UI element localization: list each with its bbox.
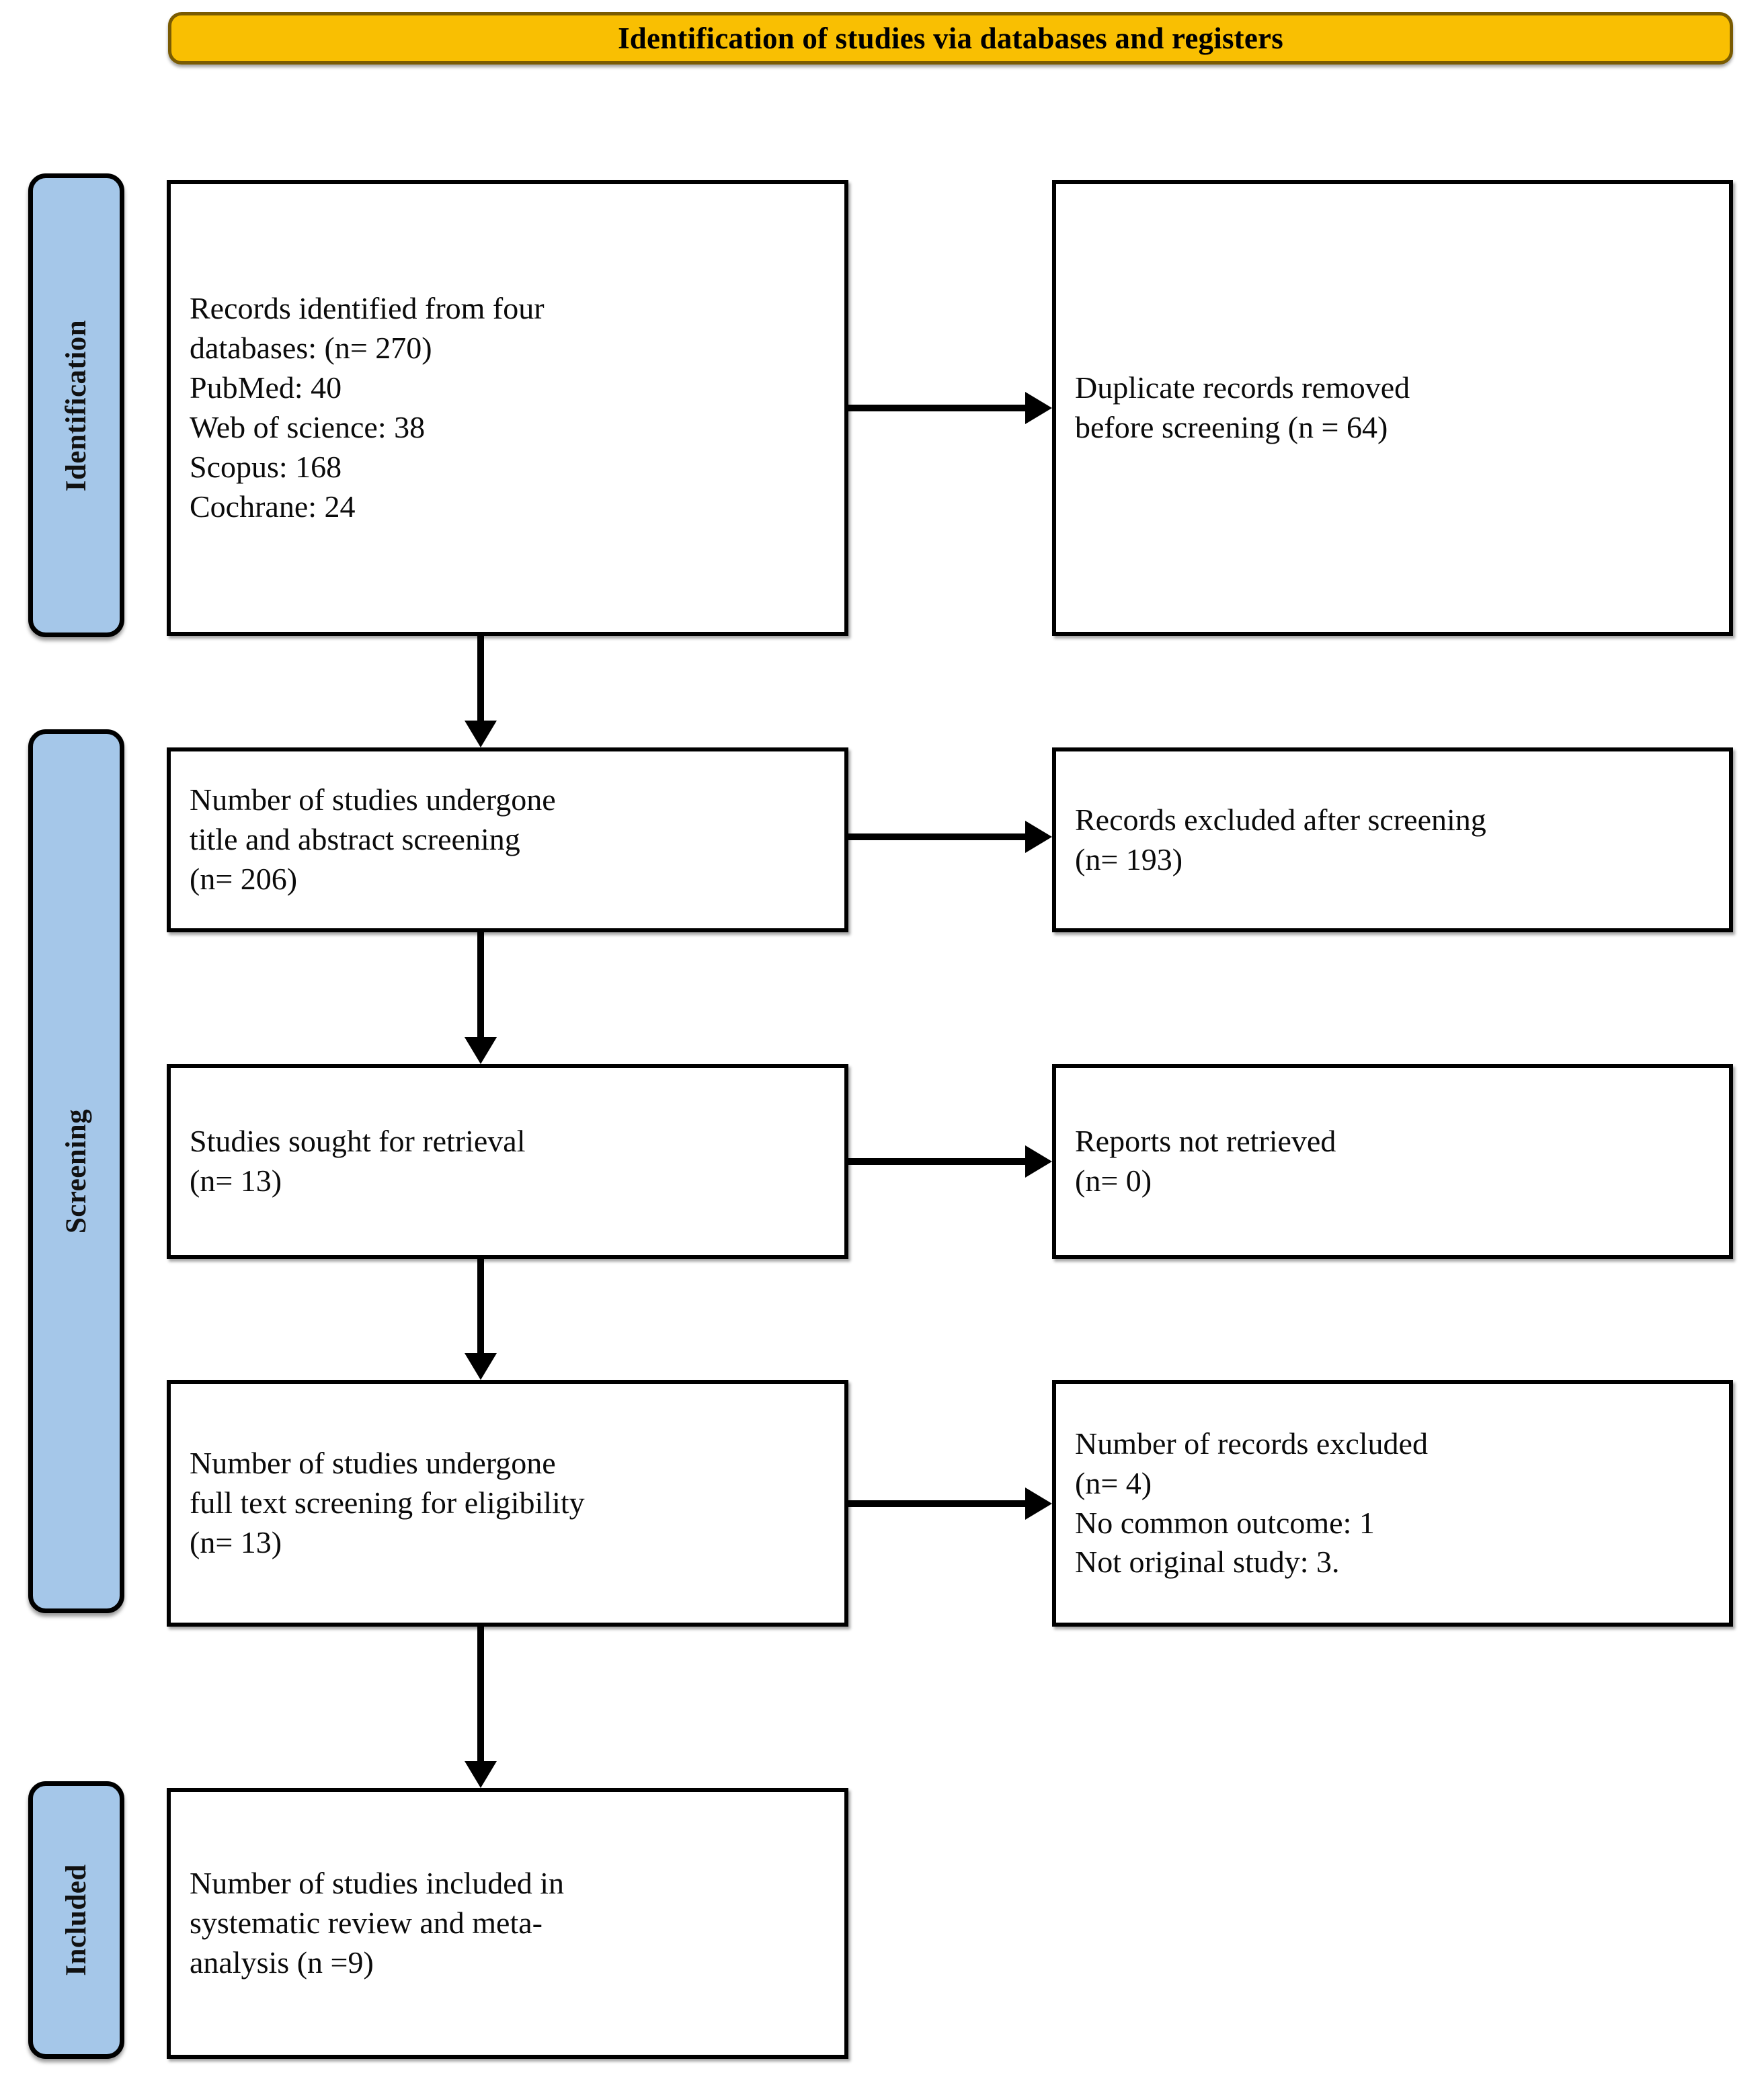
box-line: analysis (n =9) xyxy=(190,1945,374,1980)
box-line: Records excluded after screening xyxy=(1075,802,1486,837)
box-records-identified: Records identified from four databases: … xyxy=(167,180,848,636)
diagram-header-banner: Identification of studies via databases … xyxy=(168,12,1733,65)
box-studies-included: Number of studies included in systematic… xyxy=(167,1788,848,2059)
diagram-title: Identification of studies via databases … xyxy=(618,22,1283,55)
box-line: Reports not retrieved xyxy=(1075,1124,1336,1159)
box-line: full text screening for eligibility xyxy=(190,1485,585,1520)
box-line: Records identified from four xyxy=(190,291,545,326)
box-reports-not-retrieved: Reports not retrieved (n= 0) xyxy=(1052,1064,1733,1259)
stage-pill-screening: Screening xyxy=(28,729,124,1613)
box-studies-sought-for-retrieval: Studies sought for retrieval (n= 13) xyxy=(167,1064,848,1259)
box-line: (n= 13) xyxy=(190,1524,282,1559)
box-line: (n= 206) xyxy=(190,861,298,896)
box-line: (n= 193) xyxy=(1075,842,1183,877)
box-line: Number of records excluded xyxy=(1075,1426,1428,1461)
stage-pill-included: Included xyxy=(28,1781,124,2059)
box-title-abstract-screening: Number of studies undergone title and ab… xyxy=(167,747,848,932)
box-line: (n= 0) xyxy=(1075,1164,1152,1198)
stage-label-screening: Screening xyxy=(61,1108,93,1234)
box-line: Number of studies included in xyxy=(190,1866,565,1901)
box-line: Not original study: 3. xyxy=(1075,1545,1340,1580)
box-records-excluded-after-screening: Records excluded after screening (n= 193… xyxy=(1052,747,1733,932)
box-line: systematic review and meta- xyxy=(190,1906,543,1941)
box-duplicate-records-removed: Duplicate records removed before screeni… xyxy=(1052,180,1733,636)
box-line: databases: (n= 270) xyxy=(190,331,432,366)
box-line: Web of science: 38 xyxy=(190,410,426,444)
stage-label-included: Included xyxy=(61,1864,93,1976)
box-line: Scopus: 168 xyxy=(190,449,342,484)
box-full-text-screening: Number of studies undergone full text sc… xyxy=(167,1380,848,1627)
box-line: Duplicate records removed xyxy=(1075,370,1410,405)
box-line: before screening (n = 64) xyxy=(1075,410,1388,444)
box-records-excluded-full-text: Number of records excluded (n= 4) No com… xyxy=(1052,1380,1733,1627)
box-line: Studies sought for retrieval xyxy=(190,1124,526,1159)
box-line: Cochrane: 24 xyxy=(190,489,356,524)
stage-label-identification: Identification xyxy=(61,319,93,491)
box-line: No common outcome: 1 xyxy=(1075,1505,1375,1540)
box-line: Number of studies undergone xyxy=(190,1446,556,1481)
box-line: (n= 4) xyxy=(1075,1465,1152,1500)
box-line: (n= 13) xyxy=(190,1164,282,1198)
box-line: Number of studies undergone xyxy=(190,782,556,817)
stage-pill-identification: Identification xyxy=(28,173,124,637)
box-line: PubMed: 40 xyxy=(190,370,342,405)
box-line: title and abstract screening xyxy=(190,822,520,857)
